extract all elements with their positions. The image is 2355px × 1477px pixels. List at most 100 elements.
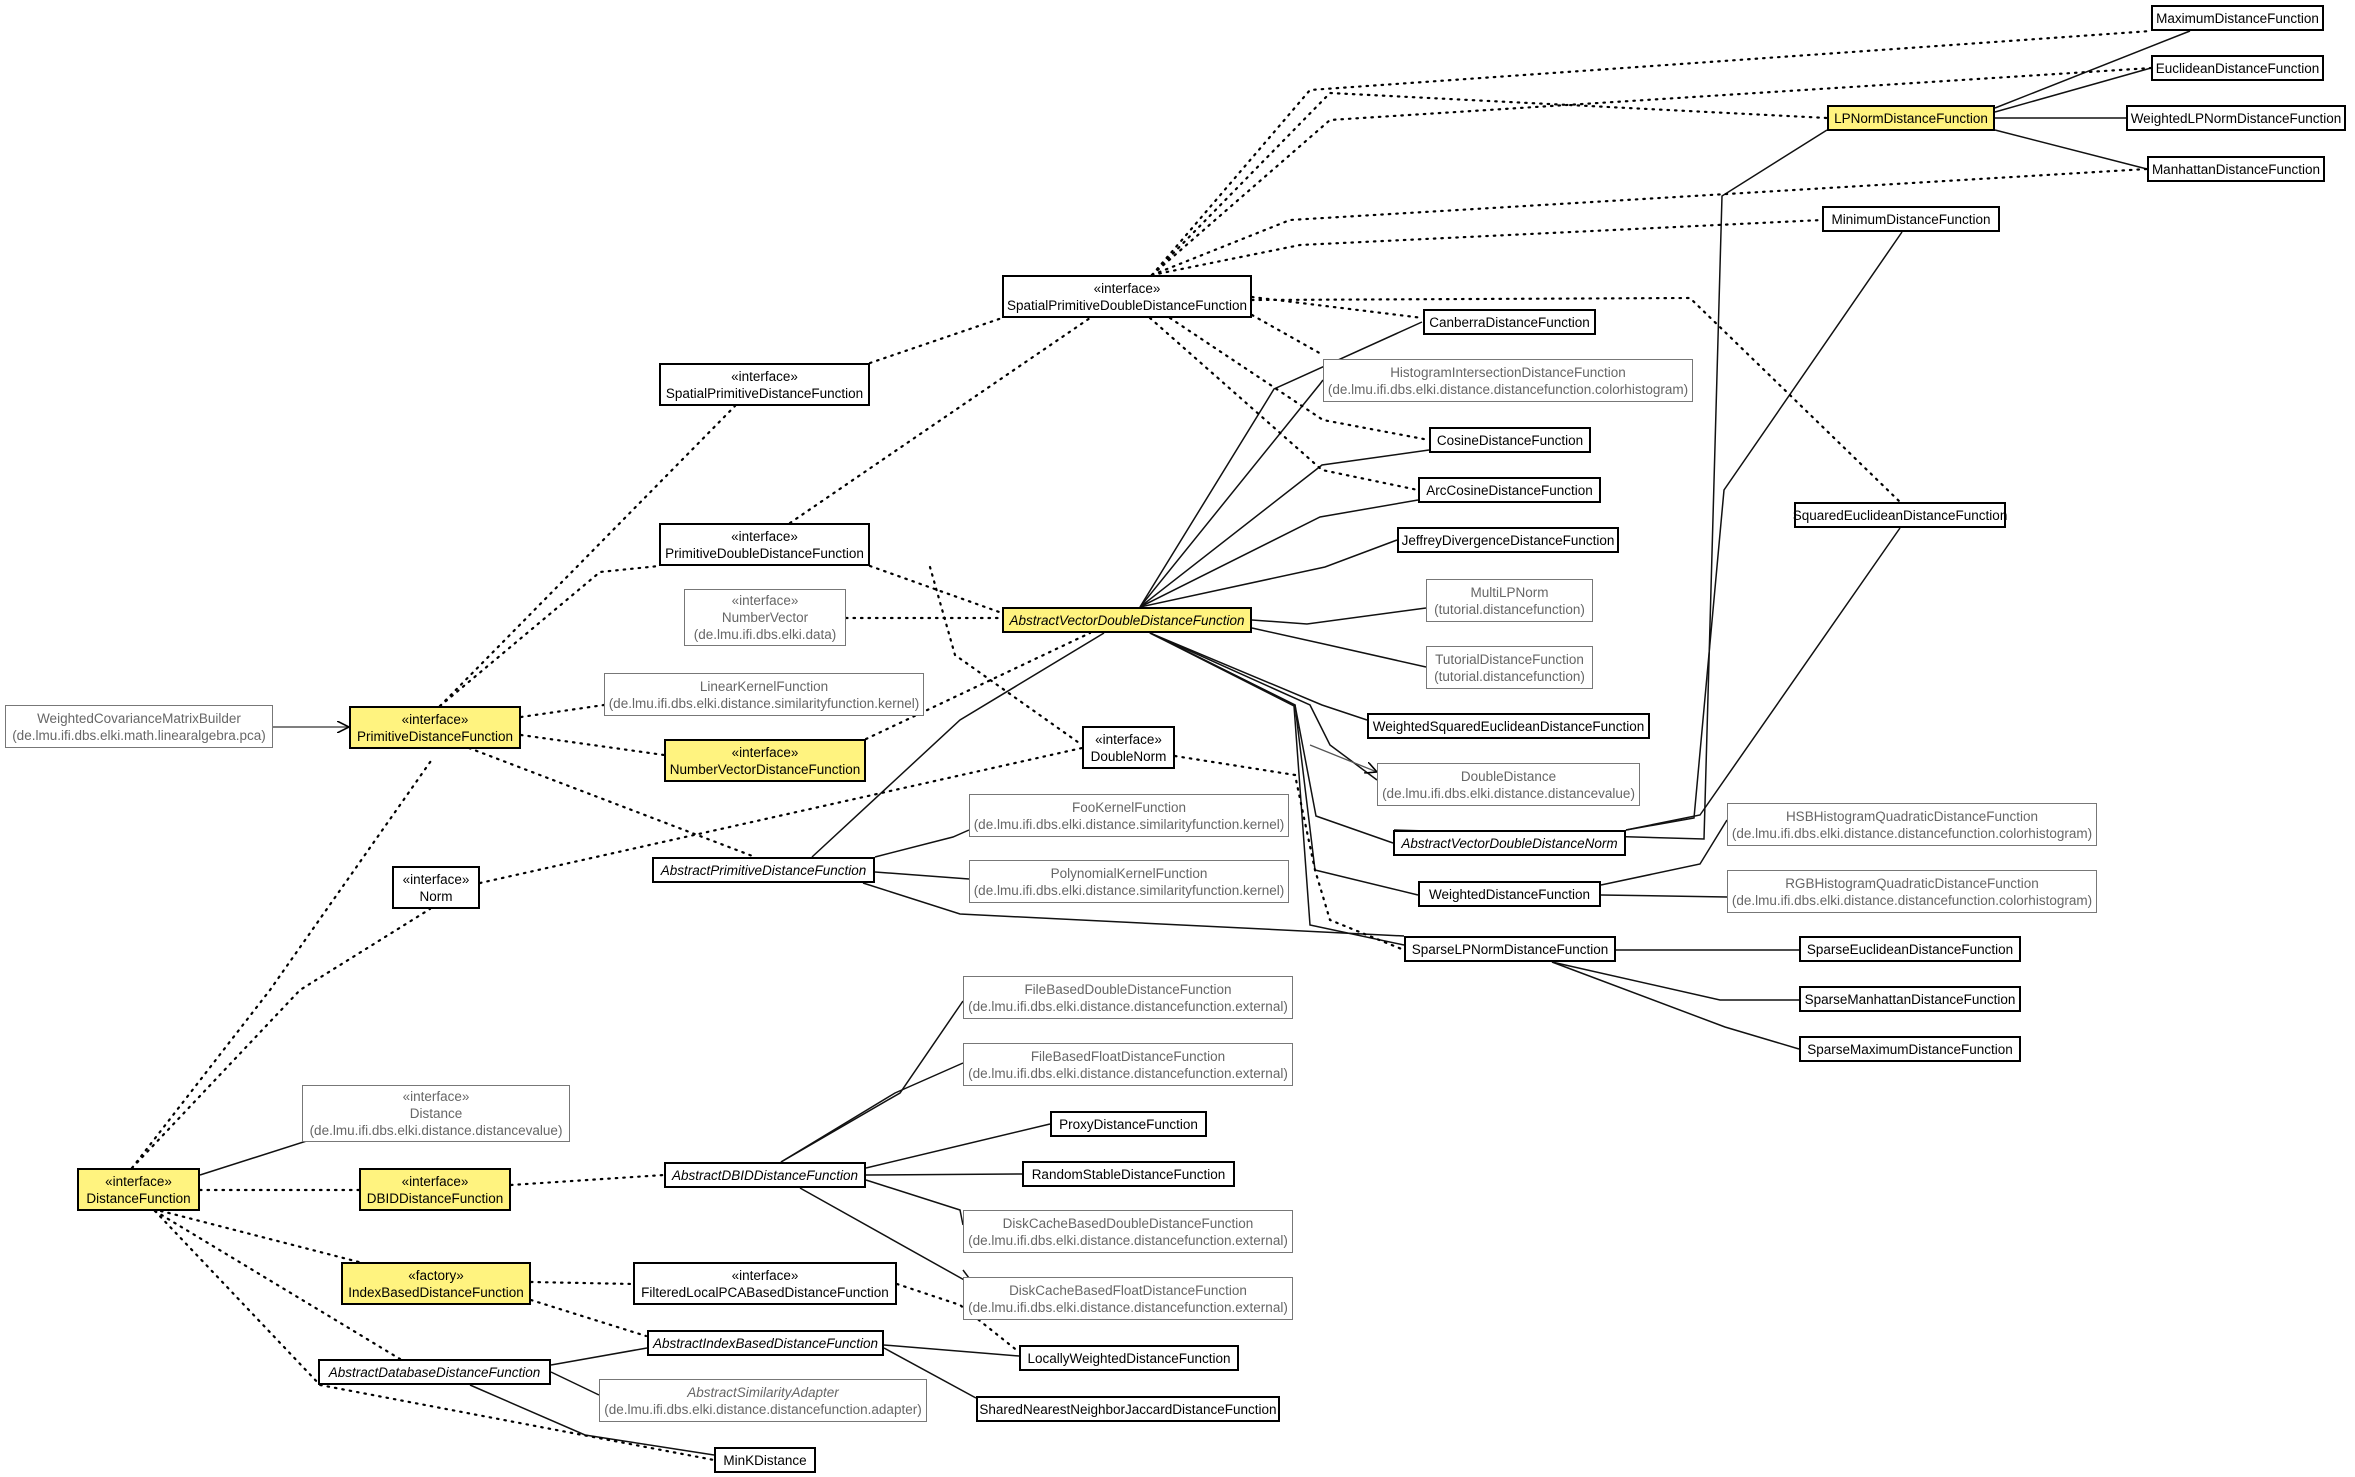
- class-node-wlpnorm: WeightedLPNormDistanceFunction: [2126, 105, 2346, 131]
- class-name-label: DoubleNorm: [1090, 748, 1167, 764]
- dependency-edge: [1150, 29, 2153, 277]
- package-label: (de.lmu.ifi.dbs.elki.distance.similarity…: [608, 695, 920, 711]
- class-node-foo: FooKernelFunction(de.lmu.ifi.dbs.elki.di…: [969, 794, 1289, 837]
- class-node-adbid: AbstractDBIDDistanceFunction: [664, 1162, 866, 1188]
- class-node-linkernel: LinearKernelFunction(de.lmu.ifi.dbs.elki…: [604, 673, 924, 716]
- class-node-wcmb: WeightedCovarianceMatrixBuilder(de.lmu.i…: [5, 705, 273, 748]
- dependency-edge: [509, 1173, 666, 1187]
- class-node-primdist: «interface»PrimitiveDistanceFunction: [349, 706, 521, 749]
- inheritance-edge: [883, 1347, 977, 1399]
- dependency-edge: [446, 738, 757, 859]
- class-name-label: SparseEuclideanDistanceFunction: [1806, 941, 2014, 957]
- inheritance-edge: [865, 1123, 1051, 1169]
- class-name-label: PrimitiveDistanceFunction: [356, 728, 514, 744]
- class-name-label: PolynomialKernelFunction: [1050, 865, 1208, 881]
- class-name-label: AbstractSimilarityAdapter: [687, 1384, 839, 1400]
- inheritance-edge: [811, 632, 1105, 858]
- class-name-label: RandomStableDistanceFunction: [1031, 1166, 1226, 1182]
- class-name-label: LinearKernelFunction: [699, 678, 829, 694]
- class-name-label: DistanceFunction: [86, 1190, 191, 1206]
- inheritance-edge: [865, 1173, 1023, 1176]
- class-name-label: CosineDistanceFunction: [1436, 432, 1584, 448]
- package-label: (de.lmu.ifi.dbs.elki.math.linearalgebra.…: [12, 727, 266, 743]
- class-name-label: DBIDDistanceFunction: [366, 1190, 504, 1206]
- class-node-wsqeuc: WeightedSquaredEuclideanDistanceFunction: [1367, 713, 1650, 739]
- class-node-primdouble: «interface»PrimitiveDoubleDistanceFuncti…: [659, 523, 870, 566]
- class-name-label: DiskCacheBasedDoubleDistanceFunction: [1002, 1215, 1254, 1231]
- inheritance-edge: [1251, 627, 1427, 668]
- class-node-multilp: MultiLPNorm(tutorial.distancefunction): [1426, 579, 1593, 622]
- class-name-label: AbstractPrimitiveDistanceFunction: [660, 862, 867, 878]
- inheritance-edge: [1600, 819, 1728, 886]
- class-name-label: MinKDistance: [723, 1452, 807, 1468]
- inheritance-edge: [780, 1000, 964, 1163]
- class-name-label: PrimitiveDoubleDistanceFunction: [665, 545, 864, 561]
- class-name-label: AbstractIndexBasedDistanceFunction: [652, 1335, 879, 1351]
- class-node-cosine: CosineDistanceFunction: [1429, 427, 1591, 453]
- dependency-edge: [519, 733, 666, 757]
- class-node-poly: PolynomialKernelFunction(de.lmu.ifi.dbs.…: [969, 860, 1289, 903]
- inheritance-edge: [1251, 607, 1427, 625]
- class-name-label: SpatialPrimitiveDoubleDistanceFunction: [1006, 297, 1248, 313]
- class-node-arccos: ArcCosineDistanceFunction: [1418, 477, 1601, 503]
- package-label: (de.lmu.ifi.dbs.elki.data): [693, 627, 837, 642]
- inheritance-edge: [1625, 527, 1901, 831]
- stereotype-label: «interface»: [1093, 280, 1161, 296]
- inheritance-edge: [1149, 632, 1368, 721]
- stereotype-label: «interface»: [731, 368, 798, 384]
- package-label: (de.lmu.ifi.dbs.elki.distance.similarity…: [973, 816, 1285, 832]
- class-node-canberra: CanberraDistanceFunction: [1423, 309, 1596, 335]
- dependency-edge: [529, 1298, 648, 1338]
- inheritance-edge: [780, 1062, 964, 1163]
- dependency-edge: [868, 316, 1004, 365]
- stereotype-label: «factory»: [408, 1267, 464, 1283]
- inheritance-edge: [550, 1371, 600, 1396]
- class-node-aibdf: AbstractIndexBasedDistanceFunction: [647, 1330, 884, 1356]
- stereotype-label: «interface»: [402, 1089, 470, 1104]
- class-name-label: SquaredEuclideanDistanceFunction: [1792, 507, 2008, 523]
- package-label: (de.lmu.ifi.dbs.elki.distance.similarity…: [973, 882, 1285, 898]
- class-node-simadapt: AbstractSimilarityAdapter(de.lmu.ifi.dbs…: [599, 1379, 927, 1422]
- class-node-mindist: MinimumDistanceFunction: [1822, 206, 2000, 232]
- dependency-edge: [438, 564, 661, 708]
- class-node-dcfloat: DiskCacheBasedFloatDistanceFunction(de.l…: [963, 1277, 1293, 1320]
- stereotype-label: «interface»: [401, 711, 469, 727]
- class-node-dbid: «interface»DBIDDistanceFunction: [359, 1168, 511, 1211]
- class-name-label: Distance: [409, 1106, 463, 1121]
- dependency-edge: [519, 703, 606, 719]
- dependency-edge: [478, 746, 1084, 885]
- class-name-label: DoubleDistance: [1460, 768, 1557, 784]
- class-node-sparseman: SparseManhattanDistanceFunction: [1799, 986, 2021, 1012]
- dependency-edge: [153, 1209, 402, 1361]
- class-name-label: FileBasedFloatDistanceFunction: [1030, 1048, 1226, 1064]
- stereotype-label: «interface»: [731, 744, 799, 760]
- inheritance-edge: [883, 1344, 1020, 1357]
- dependency-edge: [1150, 218, 1824, 277]
- inheritance-edge: [862, 882, 1405, 937]
- class-node-doubledist: DoubleDistance(de.lmu.ifi.dbs.elki.dista…: [1377, 763, 1640, 806]
- inheritance-edge: [199, 1137, 317, 1176]
- inheritance-edge: [1994, 129, 2148, 170]
- package-label: (de.lmu.ifi.dbs.elki.distance.distancefu…: [968, 1299, 1288, 1315]
- inheritance-edge: [1139, 539, 1398, 608]
- class-node-hsb: HSBHistogramQuadraticDistanceFunction(de…: [1727, 803, 2097, 846]
- inheritance-edge: [1551, 961, 1799, 1001]
- class-node-jeffrey: JeffreyDivergenceDistanceFunction: [1397, 527, 1619, 553]
- class-node-sparsemax: SparseMaximumDistanceFunction: [1799, 1036, 2021, 1062]
- package-label: (de.lmu.ifi.dbs.elki.distance.distanceva…: [1382, 785, 1635, 801]
- dependency-edge: [1250, 295, 1425, 320]
- class-name-label: RGBHistogramQuadraticDistanceFunction: [1785, 875, 2039, 891]
- class-node-rgb: RGBHistogramQuadraticDistanceFunction(de…: [1727, 870, 2097, 913]
- inheritance-edge: [1551, 961, 1800, 1050]
- class-name-label: NumberVectorDistanceFunction: [669, 761, 861, 777]
- class-name-label: MaximumDistanceFunction: [2156, 10, 2319, 26]
- dependency-edge: [130, 907, 432, 1170]
- class-name-label: HistogramIntersectionDistanceFunction: [1390, 364, 1626, 380]
- class-name-label: SparseMaximumDistanceFunction: [1807, 1041, 2013, 1057]
- inheritance-edge: [1994, 67, 2152, 113]
- class-name-label: MinimumDistanceFunction: [1831, 211, 1991, 227]
- class-node-distfunc: «interface»DistanceFunction: [77, 1168, 200, 1211]
- class-node-sparseeuc: SparseEuclideanDistanceFunction: [1799, 936, 2021, 962]
- dependency-edge: [438, 404, 737, 708]
- class-name-label: LPNormDistanceFunction: [1834, 110, 1988, 126]
